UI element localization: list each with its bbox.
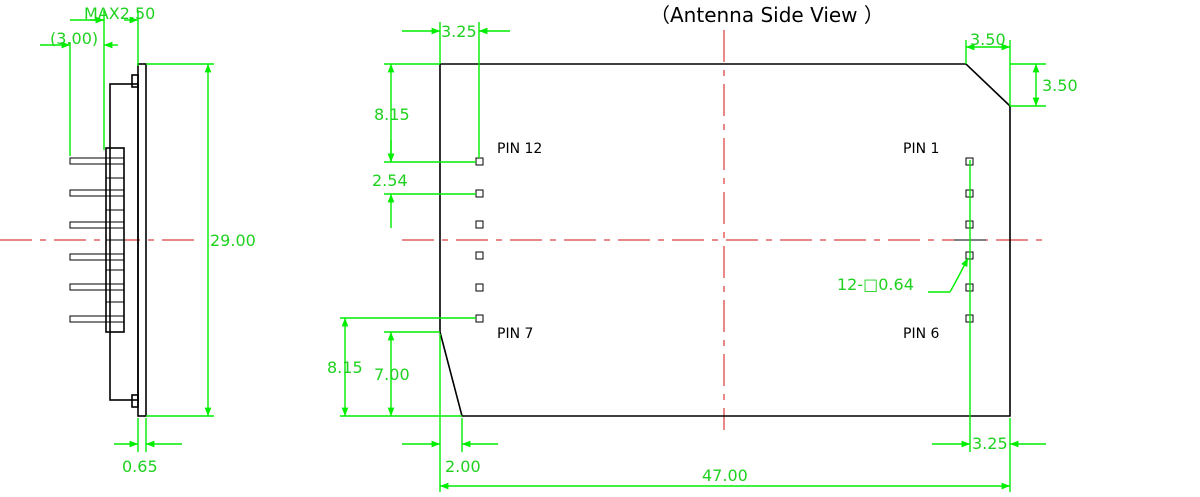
side-view-pin — [69, 189, 125, 197]
pin-12-label: PIN 12 — [497, 141, 542, 157]
pin-6-label: PIN 6 — [903, 326, 939, 342]
top-view-dimensions — [340, 22, 1046, 492]
pad-size-callout: 12-□0.64 — [837, 275, 914, 294]
pad — [475, 220, 484, 229]
pad — [475, 314, 484, 323]
side-view-dimensions — [40, 10, 214, 452]
side-view-shield — [109, 83, 139, 401]
dim-bevel-height: 7.00 — [374, 365, 410, 384]
pad — [475, 157, 484, 166]
pin-1-label: PIN 1 — [903, 141, 939, 157]
dim-pitch: 2.54 — [372, 171, 408, 190]
dim-chamfer-x: 3.50 — [970, 30, 1006, 49]
side-view-pin — [69, 157, 125, 165]
dim-pin-length: (3.00) — [50, 29, 98, 48]
side-view-pin — [69, 283, 125, 291]
dim-total-width: 47.00 — [702, 466, 748, 485]
side-view-pin — [69, 253, 125, 261]
side-view-pins — [69, 157, 125, 323]
dim-right-pin-x: 3.25 — [972, 434, 1008, 453]
pad — [475, 283, 484, 292]
pad — [475, 251, 484, 260]
dim-height: 29.00 — [210, 231, 256, 250]
side-view-shield-bottom-lip — [131, 394, 139, 408]
dim-first-pin-y: 8.15 — [374, 105, 410, 124]
dim-first-pin-x: 3.25 — [441, 22, 477, 41]
dim-chamfer-y: 3.50 — [1042, 76, 1078, 95]
side-view-pin — [69, 315, 125, 323]
dim-bottom-offset: 8.15 — [327, 358, 363, 377]
pin-7-label: PIN 7 — [497, 326, 533, 342]
dim-max-thickness: MAX2.50 — [84, 4, 155, 23]
pad — [475, 189, 484, 198]
dim-bevel-width: 2.00 — [445, 457, 481, 476]
view-title: （Antenna Side View ） — [650, 3, 884, 27]
side-view-shield-top-lip — [131, 74, 139, 88]
side-view — [69, 63, 147, 417]
dim-board-thickness: 0.65 — [122, 457, 158, 476]
side-view-pin — [69, 221, 125, 229]
